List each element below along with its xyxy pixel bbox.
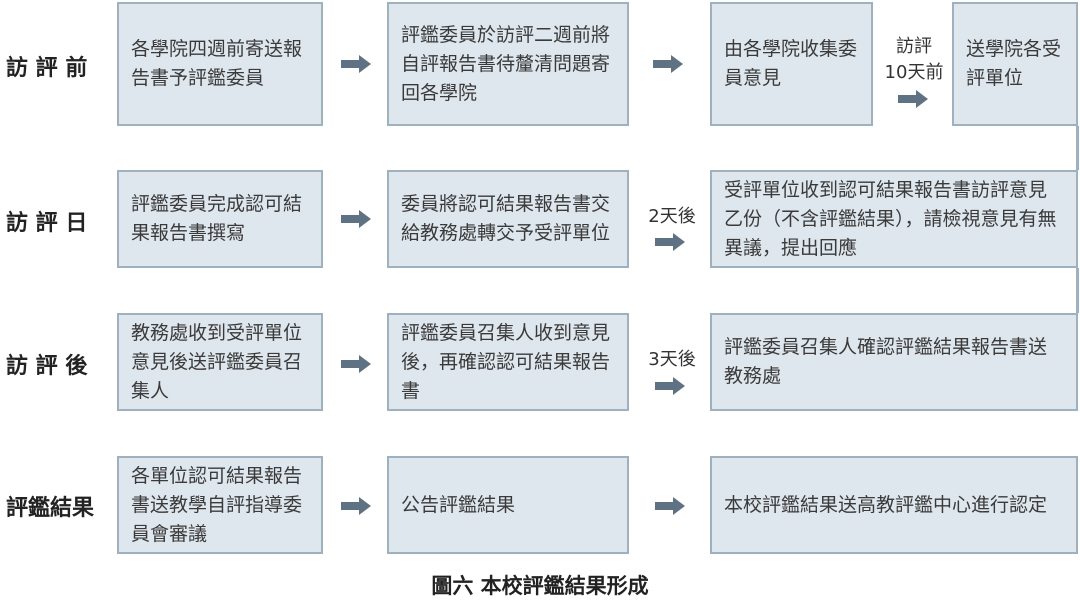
- step-text: 委員將認可結果報告書交給教務處轉交予受評單位: [401, 193, 611, 244]
- step-text: 評鑑委員完成認可結果報告書撰寫: [131, 193, 303, 244]
- step-unit-review: 受評單位收到認可結果報告書訪評意見乙份（不含評鑑結果），請檢視意見有無異議，提出…: [710, 170, 1078, 268]
- figure-caption: 圖六 本校評鑑結果形成: [431, 574, 649, 598]
- row-label-visit-day: 訪 評 日: [6, 211, 88, 236]
- step-committee-review: 各單位認可結果報告書送教學自評指導委員會審議: [117, 456, 323, 554]
- arrow-right-icon: [341, 497, 371, 515]
- step-text: 教務處收到受評單位意見後送評鑑委員召集人: [131, 321, 303, 402]
- step-text: 送學院各受評單位: [966, 38, 1062, 89]
- step-collect-opinions: 由各學院收集委員意見: [710, 2, 873, 126]
- step-text: 評鑑委員於訪評二週前將自評報告書待釐清問題寄回各學院: [401, 23, 611, 104]
- step-text: 各單位認可結果報告書送教學自評指導委員會審議: [131, 464, 303, 545]
- step-confirm-result: 評鑑委員召集人確認評鑑結果報告書送教務處: [710, 313, 1078, 411]
- step-send-to-units: 送學院各受評單位: [952, 2, 1078, 126]
- arrow-right-icon: [655, 233, 685, 251]
- row-label-result: 評鑑結果: [6, 496, 95, 521]
- arrow-right-icon: [341, 210, 371, 228]
- connector-line: [1076, 126, 1079, 170]
- step-text: 公告評鑑結果: [401, 493, 516, 516]
- step-send-to-heeact: 本校評鑑結果送高教評鑑中心進行認定: [710, 456, 1078, 554]
- note-two-days-after: 2天後: [648, 206, 696, 227]
- step-forward-to-convener: 教務處收到受評單位意見後送評鑑委員召集人: [117, 313, 323, 411]
- step-text: 評鑑委員召集人確認評鑑結果報告書送教務處: [724, 336, 1048, 387]
- arrow-right-icon: [655, 497, 685, 515]
- note-three-days-after: 3天後: [648, 349, 696, 370]
- step-announce-result: 公告評鑑結果: [387, 456, 629, 554]
- step-convener-reconfirm: 評鑑委員召集人收到意見後，再確認認可結果報告書: [387, 313, 629, 411]
- step-return-questions: 評鑑委員於訪評二週前將自評報告書待釐清問題寄回各學院: [387, 2, 629, 126]
- arrow-right-icon: [653, 55, 683, 73]
- step-text: 各學院四週前寄送報告書予評鑑委員: [131, 38, 303, 89]
- row-label-after-visit: 訪 評 後: [6, 354, 88, 379]
- step-text: 評鑑委員召集人收到意見後，再確認認可結果報告書: [401, 321, 611, 402]
- step-text: 受評單位收到認可結果報告書訪評意見乙份（不含評鑑結果），請檢視意見有無異議，提出…: [724, 178, 1057, 259]
- step-send-reports: 各學院四週前寄送報告書予評鑑委員: [117, 2, 323, 126]
- step-deliver-report: 委員將認可結果報告書交給教務處轉交予受評單位: [387, 170, 629, 268]
- arrow-right-icon: [341, 55, 371, 73]
- connector-line: [1076, 268, 1079, 313]
- step-text: 本校評鑑結果送高教評鑑中心進行認定: [724, 493, 1048, 516]
- note-visit: 訪評: [896, 36, 932, 57]
- arrow-right-icon: [655, 377, 685, 395]
- arrow-right-icon: [341, 355, 371, 373]
- step-complete-report: 評鑑委員完成認可結果報告書撰寫: [117, 170, 323, 268]
- step-text: 由各學院收集委員意見: [724, 38, 858, 89]
- arrow-right-icon: [898, 90, 928, 108]
- row-label-before-visit: 訪 評 前: [6, 56, 88, 81]
- note-ten-days-before: 10天前: [884, 62, 944, 83]
